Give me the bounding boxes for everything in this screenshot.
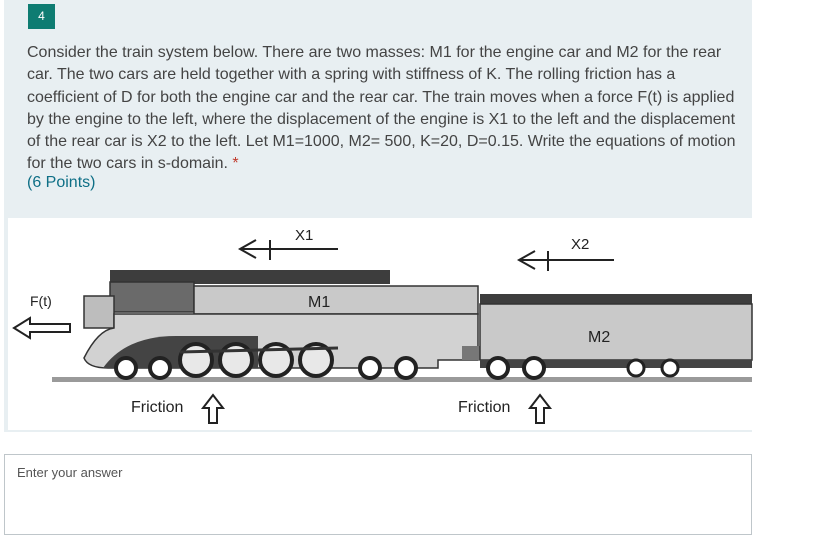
x2-arrow-icon (516, 250, 614, 271)
engine-drive-wheel (258, 342, 294, 378)
label-x2: X2 (571, 236, 589, 253)
engine-wheel (358, 356, 382, 380)
rear-car-skirt (480, 360, 752, 368)
train-figure: M1 M2 X1 X2 F(t) Friction Friction (8, 218, 756, 430)
force-arrow-icon (12, 316, 71, 340)
friction-arrow-icon (527, 393, 553, 424)
rear-car-wheel (486, 356, 510, 380)
engine-drive-wheel (298, 342, 334, 378)
friction-arrow-icon (200, 393, 226, 424)
rear-car (479, 294, 753, 380)
engine-front-block (83, 295, 115, 329)
engine-body (193, 285, 479, 315)
engine-car (83, 270, 479, 380)
label-x1: X1 (295, 227, 313, 244)
engine-wheel (394, 356, 418, 380)
rear-car-body (479, 303, 753, 361)
label-m2: M2 (588, 329, 610, 346)
engine-cab (109, 281, 195, 313)
x1-arrow-icon (237, 239, 338, 260)
rear-car-wheel (522, 356, 546, 380)
question-text: Consider the train system below. There a… (27, 42, 742, 176)
answer-placeholder: Enter your answer (17, 465, 123, 480)
engine-connecting-rod (179, 346, 339, 354)
engine-roof (110, 270, 390, 284)
spring-coupler (462, 346, 480, 360)
train-diagram: M1 M2 X1 X2 F(t) Friction Friction (12, 227, 753, 424)
answer-input[interactable]: Enter your answer (4, 454, 752, 535)
question-points: (6 Points) (27, 174, 96, 191)
rear-car-wheel (660, 358, 680, 378)
label-friction-rear: Friction (458, 399, 510, 416)
rear-car-wheel (626, 358, 646, 378)
question-number-badge: 4 (28, 4, 55, 29)
engine-wheel (148, 356, 172, 380)
question-body: Consider the train system below. There a… (27, 44, 736, 173)
label-friction-engine: Friction (131, 399, 183, 416)
required-asterisk: * (232, 155, 239, 173)
label-m1: M1 (308, 294, 330, 311)
question-card: 4 Consider the train system below. There… (4, 0, 756, 432)
track-rail (52, 377, 752, 382)
engine-drive-wheel (178, 342, 214, 378)
engine-wheel (114, 356, 138, 380)
label-force: F(t) (30, 293, 52, 309)
rear-car-roof (480, 294, 752, 304)
